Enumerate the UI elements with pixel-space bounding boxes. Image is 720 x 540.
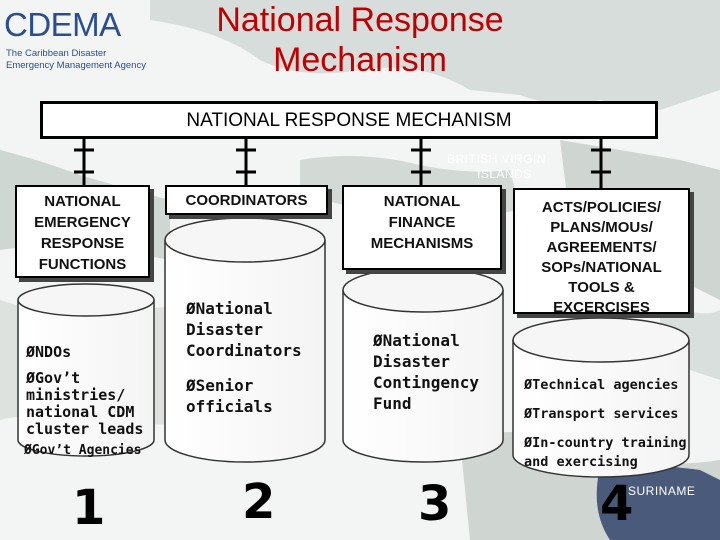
column-4-item-technical: ØTechnical agencies <box>524 377 679 393</box>
column-4-number: 4 <box>600 476 634 532</box>
logo-tagline-line1: The Caribbean Disaster <box>6 48 107 59</box>
cylinder-3 <box>342 267 504 463</box>
map-label-british-virgin-islands: BRITISH VIRGIN ISLANDS <box>447 152 547 181</box>
column-3-header: NATIONAL FINANCE MECHANISMS <box>342 185 502 270</box>
column-2-number: 2 <box>242 474 276 530</box>
logo-wordmark: CDEMA <box>4 6 121 43</box>
cdema-logo: CDEMA The Caribbean Disaster Emergency M… <box>4 6 154 76</box>
column-1-number: 1 <box>72 480 106 536</box>
title-line2: Mechanism <box>273 41 447 79</box>
column-2-header: COORDINATORS <box>165 185 328 215</box>
column-3-number: 3 <box>418 476 452 532</box>
column-2-item-senior-officials: ØSenior officials <box>186 376 273 416</box>
title-line1: National Response <box>216 1 504 39</box>
column-1-header: NATIONAL EMERGENCY RESPONSE FUNCTIONS <box>15 185 150 278</box>
column-1-item-agencies: ØGov’t Agencies <box>24 443 142 458</box>
column-4-item-transport: ØTransport services <box>524 406 679 422</box>
column-1-item-ministries: ØGov’t ministries/ national CDM cluster … <box>26 369 144 438</box>
cylinder-2 <box>164 217 326 463</box>
cylinder-1 <box>17 283 155 457</box>
column-2-item-coordinators: ØNational Disaster Coordinators <box>186 299 302 360</box>
logo-tagline-line2: Emergency Management Agency <box>6 60 146 71</box>
cylinder-4 <box>512 317 690 478</box>
column-4-header: ACTS/POLICIES/ PLANS/MOUs/ AGREEMENTS/ S… <box>513 188 690 316</box>
column-1-item-ndos: ØNDOs <box>26 343 72 361</box>
page-title: National Response Mechanism <box>180 0 540 80</box>
nrm-banner: NATIONAL RESPONSE MECHANISM <box>40 101 658 139</box>
column-4-item-training: ØIn-country training and exercising <box>524 435 687 470</box>
column-3-item-contingency-fund: ØNational Disaster Contingency Fund <box>373 331 479 413</box>
map-label-suriname: SURINAME <box>628 484 696 498</box>
